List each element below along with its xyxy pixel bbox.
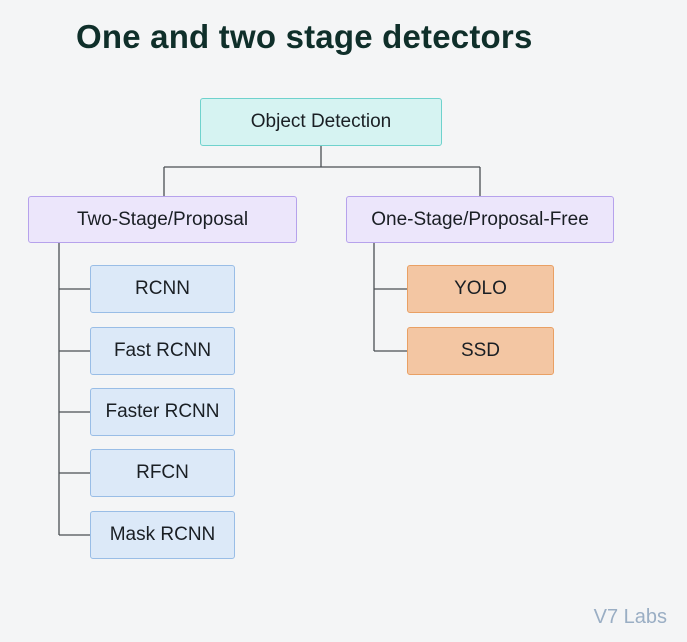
leaf-node-rfcn: RFCN — [90, 449, 235, 497]
watermark: V7 Labs — [593, 606, 667, 628]
leaf-node-ssd: SSD — [407, 327, 554, 375]
leaf-node-fast-rcnn: Fast RCNN — [90, 327, 235, 375]
one-stage-connector — [373, 243, 407, 352]
leaf-node-rcnn: RCNN — [90, 265, 235, 313]
diagram-title: One and two stage detectors — [76, 18, 533, 55]
two-stage-connector — [58, 243, 90, 536]
root-connector — [163, 146, 481, 196]
root-node-object-detection: Object Detection — [200, 98, 442, 146]
leaf-node-faster-rcnn: Faster RCNN — [90, 388, 235, 436]
branch-node-one-stage: One-Stage/Proposal-Free — [346, 196, 614, 243]
leaf-node-yolo: YOLO — [407, 265, 554, 313]
branch-node-two-stage: Two-Stage/Proposal — [28, 196, 297, 243]
leaf-node-mask-rcnn: Mask RCNN — [90, 511, 235, 559]
